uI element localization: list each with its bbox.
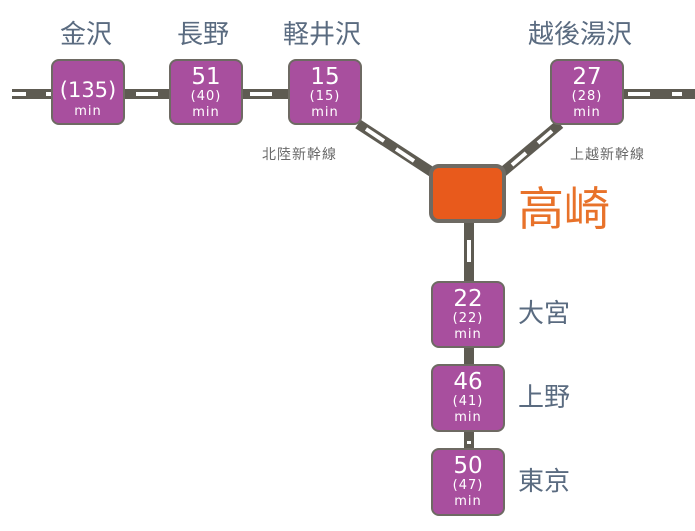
travel-time: 50 xyxy=(453,453,483,479)
track-hokuriku-diagonal xyxy=(355,119,441,181)
station-name-echigo-yuzawa: 越後湯沢 xyxy=(528,20,633,50)
time-unit: min xyxy=(573,105,601,120)
line-label-joetsu: 上越新幹線 xyxy=(570,147,645,163)
station-box-kanazawa: (135) min xyxy=(51,59,125,125)
travel-time-alt: (40) xyxy=(190,89,222,104)
travel-time-alt: (22) xyxy=(452,311,484,326)
time-unit: min xyxy=(454,327,482,342)
station-name-kanazawa: 金沢 xyxy=(60,20,113,50)
travel-time: 27 xyxy=(572,64,602,90)
hub-box-takasaki xyxy=(429,164,506,223)
travel-time-alt: (41) xyxy=(452,394,484,409)
station-name-omiya: 大宮 xyxy=(518,299,571,329)
station-box-karuizawa: 15 (15) min xyxy=(288,59,362,125)
station-box-omiya: 22 (22) min xyxy=(431,281,505,348)
station-box-echigo-yuzawa: 27 (28) min xyxy=(550,59,624,125)
line-label-hokuriku: 北陸新幹線 xyxy=(262,147,337,163)
station-name-nagano: 長野 xyxy=(177,20,230,50)
time-unit: min xyxy=(311,105,339,120)
time-unit: min xyxy=(74,104,102,119)
hub-name-takasaki: 高崎 xyxy=(518,182,610,236)
travel-time-alt: (28) xyxy=(571,89,603,104)
station-name-tokyo: 東京 xyxy=(518,467,571,497)
station-box-nagano: 51 (40) min xyxy=(169,59,243,125)
travel-time: 46 xyxy=(453,369,483,395)
travel-time: 51 xyxy=(191,64,221,90)
station-box-ueno: 46 (41) min xyxy=(431,364,505,432)
travel-time-alt: (47) xyxy=(452,478,484,493)
track-joetsu-diagonal xyxy=(494,120,564,180)
travel-time: 15 xyxy=(310,64,340,90)
station-box-tokyo: 50 (47) min xyxy=(431,448,505,516)
time-unit: min xyxy=(454,410,482,425)
travel-time: 22 xyxy=(453,286,483,312)
station-name-karuizawa: 軽井沢 xyxy=(283,20,362,50)
travel-time-alt: (15) xyxy=(309,89,341,104)
station-name-ueno: 上野 xyxy=(518,383,571,413)
time-unit: min xyxy=(454,494,482,509)
track-joetsu-horizontal xyxy=(620,89,695,99)
travel-time-alt: (135) xyxy=(59,78,117,102)
time-unit: min xyxy=(192,105,220,120)
